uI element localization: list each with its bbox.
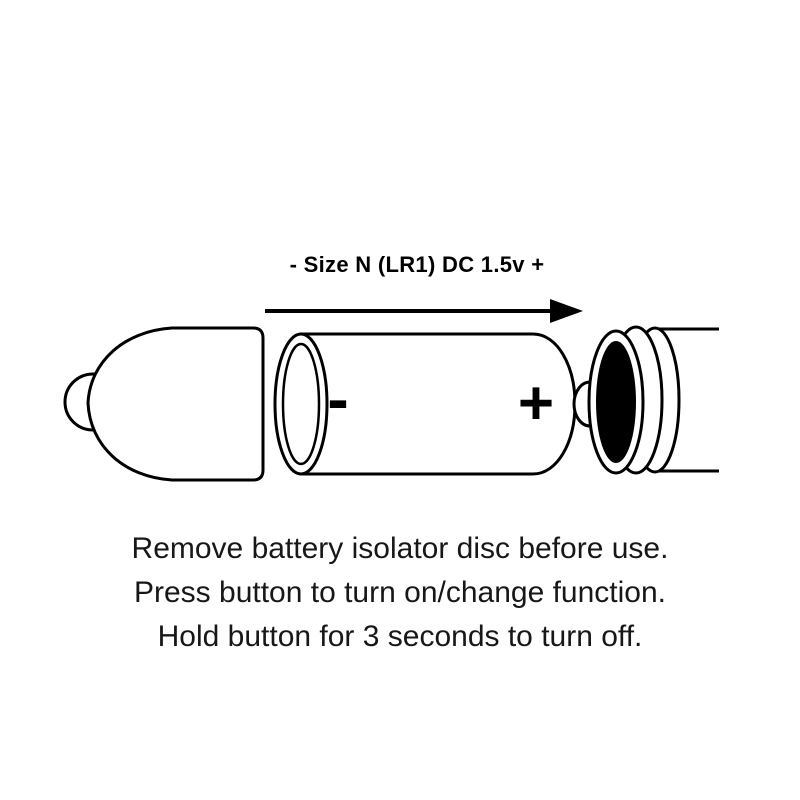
cap-body: [86, 326, 265, 482]
battery-cap: [63, 326, 265, 482]
battery: - +: [273, 332, 577, 476]
instruction-line-2: Press button to turn on/change function.: [133, 576, 667, 609]
instructions-text: Remove battery isolator disc before use.…: [0, 527, 800, 659]
direction-arrow-icon: [265, 299, 583, 323]
isolator-disc: [596, 341, 636, 463]
battery-plus-symbol: +: [518, 369, 554, 438]
battery-negative-end-inner-ring: [281, 342, 321, 466]
instruction-line-3: Hold button for 3 seconds to turn off.: [157, 620, 643, 653]
device-body: [572, 325, 719, 475]
instruction-line-1: Remove battery isolator disc before use.: [131, 532, 669, 565]
battery-minus-symbol: -: [327, 363, 348, 435]
battery-negative-end: [273, 332, 329, 476]
battery-size-label: - Size N (LR1) DC 1.5v +: [289, 252, 545, 277]
